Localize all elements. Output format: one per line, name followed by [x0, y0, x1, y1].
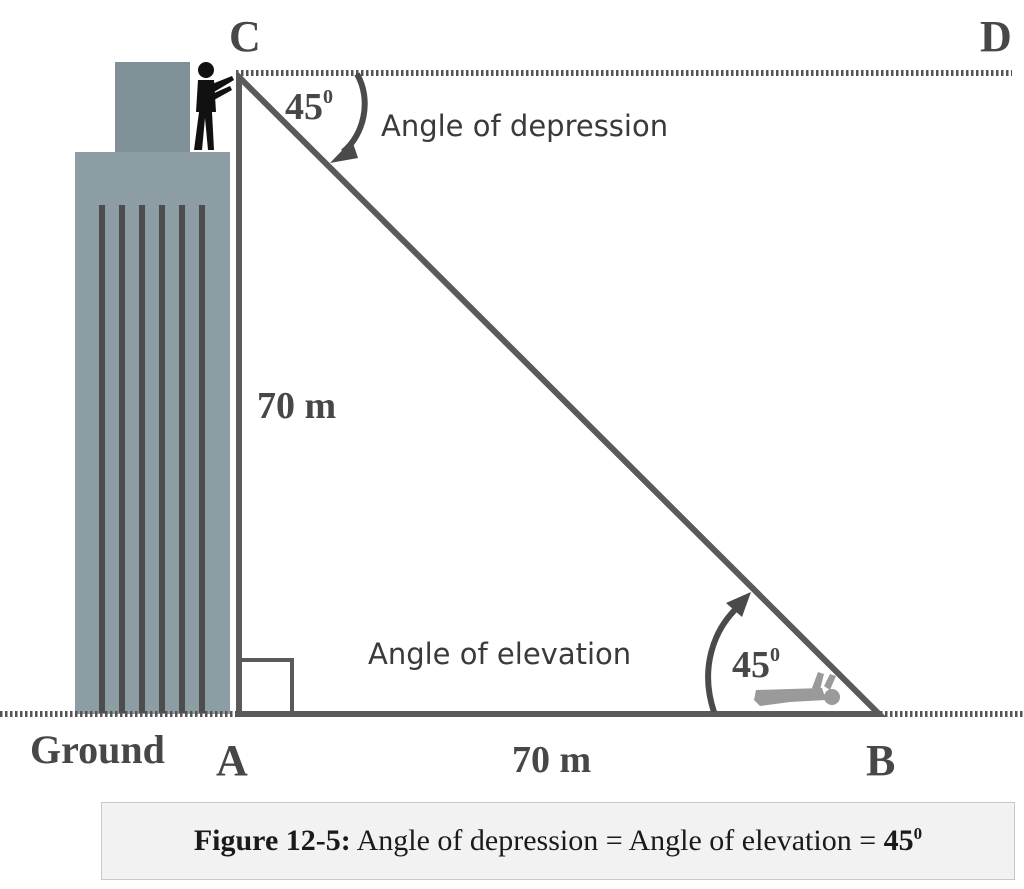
caption-sup: 0 [913, 824, 923, 843]
building-top-block [115, 62, 190, 152]
figure-caption: Figure 12-5: Angle of depression = Angle… [101, 802, 1015, 880]
side-ab-length: 70 m [512, 739, 591, 781]
caption-text: Angle of depression = Angle of elevation… [350, 824, 884, 857]
caption-value: 45 [883, 824, 914, 857]
observer-person-icon [194, 62, 234, 150]
depression-arc [340, 72, 368, 155]
caption-label: Figure 12-5: [193, 824, 351, 857]
point-b-label: B [866, 736, 895, 785]
building-body [75, 152, 230, 714]
lying-person-icon [754, 672, 840, 706]
point-d-label: D [980, 12, 1012, 61]
triangle-abc [236, 69, 887, 717]
point-a-label: A [216, 736, 248, 785]
ground-label: Ground [30, 727, 165, 772]
angle-depression-value: 450 [285, 86, 333, 128]
angle-of-depression-label: Angle of depression [381, 109, 668, 143]
right-angle-marker [241, 658, 294, 712]
angle-elevation-value: 450 [732, 644, 780, 686]
angle-of-elevation-label: Angle of elevation [368, 637, 631, 671]
side-ac-length: 70 m [257, 385, 336, 427]
depression-arrowhead-icon [330, 140, 358, 163]
elevation-arc [705, 602, 743, 713]
point-c-label: C [229, 12, 261, 61]
elevation-arrowhead-icon [726, 592, 751, 617]
building [75, 62, 230, 714]
building-stripes [99, 205, 205, 713]
